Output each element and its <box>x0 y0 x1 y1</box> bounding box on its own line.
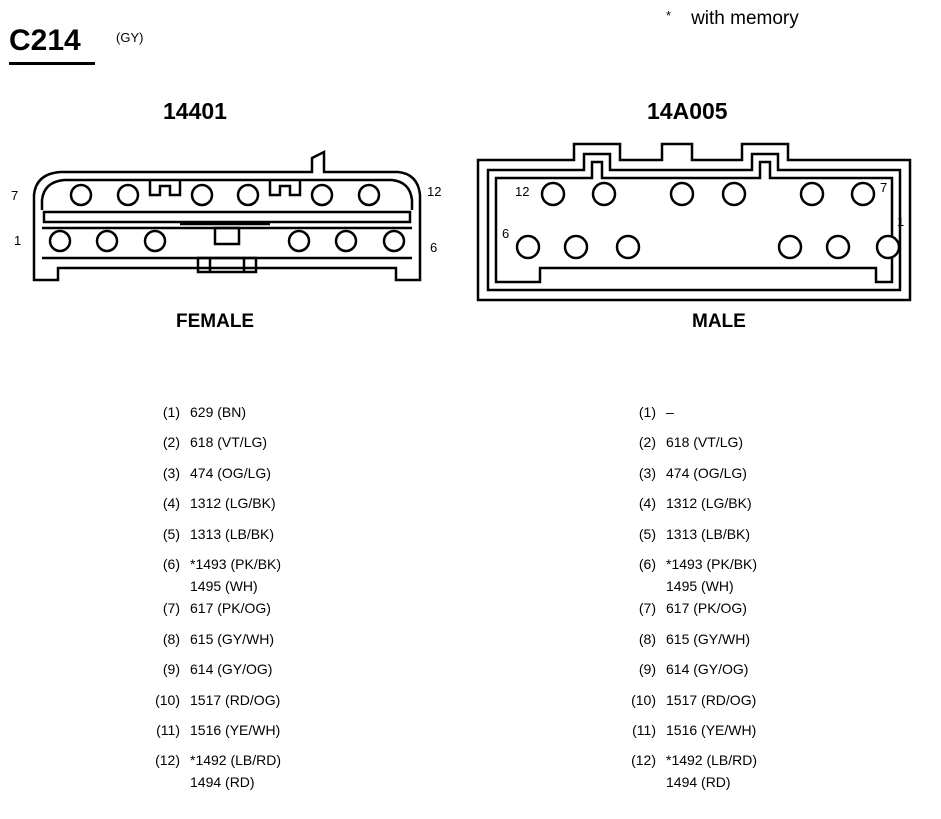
female-pin-label-12: 12 <box>427 184 442 199</box>
legend: * with memory <box>666 8 799 30</box>
male-pin-circuit: – <box>666 404 674 420</box>
male-pin-number: (11) <box>632 722 656 738</box>
male-pin-circuit: 1516 (YE/WH) <box>666 722 757 738</box>
male-pin-circuit: 615 (GY/WH) <box>666 630 751 647</box>
female-pin-number: (11) <box>156 722 180 738</box>
female-pin-number: (3) <box>162 464 180 481</box>
male-pin-label-1: 1 <box>897 214 905 229</box>
male-pin-circuit: 1313 (LB/BK) <box>666 525 751 542</box>
female-pin-circuit: 615 (GY/WH) <box>190 630 275 647</box>
male-pin-number: (6) <box>638 556 656 572</box>
female-pin-circuit: *1492 (LB/RD) <box>190 752 282 769</box>
female-pin-number: (6) <box>162 556 180 572</box>
male-pin-number: (1) <box>638 404 656 420</box>
connector-color-code: (GY) <box>116 30 144 45</box>
male-pin-circuit: 617 (PK/OG) <box>666 600 747 617</box>
male-label: MALE <box>692 311 746 332</box>
female-pin-circuit: 614 (GY/OG) <box>190 661 273 678</box>
male-pin-circuit: 474 (OG/LG) <box>666 464 747 481</box>
female-pin-number: (8) <box>162 630 180 647</box>
male-connector-diagram <box>476 142 912 302</box>
male-pin-number: (12) <box>631 752 656 769</box>
male-pin-number: (9) <box>638 661 656 678</box>
legend-symbol: * <box>666 8 672 23</box>
female-pin-circuit: 1312 (LG/BK) <box>190 495 276 512</box>
legend-text: with memory <box>691 8 799 29</box>
male-part-number: 14A005 <box>647 98 728 124</box>
male-pin-circuit: *1493 (PK/BK) <box>666 556 758 572</box>
male-pin-circuit: 1517 (RD/OG) <box>666 691 757 708</box>
female-pin-circuit: 1516 (YE/WH) <box>190 722 281 738</box>
female-pin-number: (1) <box>162 404 180 420</box>
male-pin-label-7: 7 <box>880 180 888 195</box>
female-pin-circuit: 1494 (RD) <box>190 774 255 791</box>
female-pin-circuit: 617 (PK/OG) <box>190 600 271 617</box>
male-pin-circuit: 618 (VT/LG) <box>666 434 744 451</box>
female-pin-circuit: 474 (OG/LG) <box>190 464 271 481</box>
female-pin-number: (7) <box>162 600 180 617</box>
connector-title: C214 <box>9 24 81 57</box>
male-pin-number: (4) <box>638 495 656 512</box>
male-pin-circuit: 614 (GY/OG) <box>666 661 749 678</box>
female-connector-diagram <box>32 149 422 282</box>
female-pin-label-6: 6 <box>430 240 438 255</box>
female-part-number: 14401 <box>163 98 227 124</box>
female-pin-number: (10) <box>155 691 180 708</box>
female-pin-circuit: 1517 (RD/OG) <box>190 691 281 708</box>
male-pin-number: (8) <box>638 630 656 647</box>
female-pin-circuit: 1313 (LB/BK) <box>190 525 275 542</box>
male-pin-number: (7) <box>638 600 656 617</box>
female-pin-circuit: *1493 (PK/BK) <box>190 556 282 572</box>
female-label: FEMALE <box>176 311 255 332</box>
female-pin-number: (9) <box>162 661 180 678</box>
male-pin-circuit: 1494 (RD) <box>666 774 731 791</box>
female-pin-number: (12) <box>155 752 180 769</box>
male-pin-number: (10) <box>631 691 656 708</box>
female-pin-label-1: 1 <box>14 233 22 248</box>
female-pin-number: (4) <box>162 495 180 512</box>
male-pin-number: (3) <box>638 464 656 481</box>
female-pin-circuit: 618 (VT/LG) <box>190 434 268 451</box>
male-pin-number: (2) <box>638 434 656 451</box>
female-pin-circuit: 1495 (WH) <box>190 578 258 594</box>
male-pin-label-6: 6 <box>502 226 510 241</box>
male-pin-number: (5) <box>638 525 656 542</box>
male-pin-list: (1)–(2) 618 (VT/LG) (3) 474 (OG/LG) (4) 1312 … <box>616 404 916 814</box>
female-pin-label-7: 7 <box>11 188 19 203</box>
female-pin-list: (1) 629 (BN) (2) 618 (VT/LG) (3) 474 (OG/LG) (… <box>140 404 420 814</box>
female-pin-circuit: 629 (BN) <box>190 404 247 420</box>
male-pin-circuit: 1495 (WH) <box>666 578 734 594</box>
male-pin-circuit: 1312 (LG/BK) <box>666 495 752 512</box>
title-underline <box>9 62 95 65</box>
male-pin-circuit: *1492 (LB/RD) <box>666 752 758 769</box>
male-pin-label-12: 12 <box>515 184 530 199</box>
female-pin-number: (5) <box>162 525 180 542</box>
female-pin-number: (2) <box>162 434 180 451</box>
